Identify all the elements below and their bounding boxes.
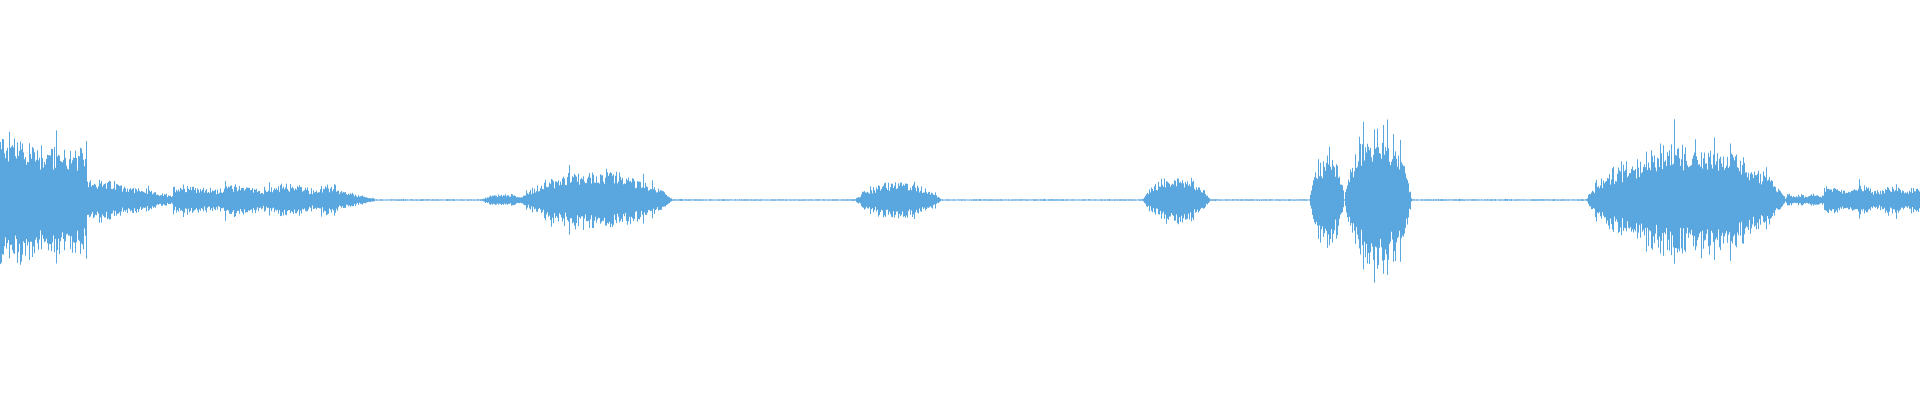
waveform-signal xyxy=(0,119,1920,283)
